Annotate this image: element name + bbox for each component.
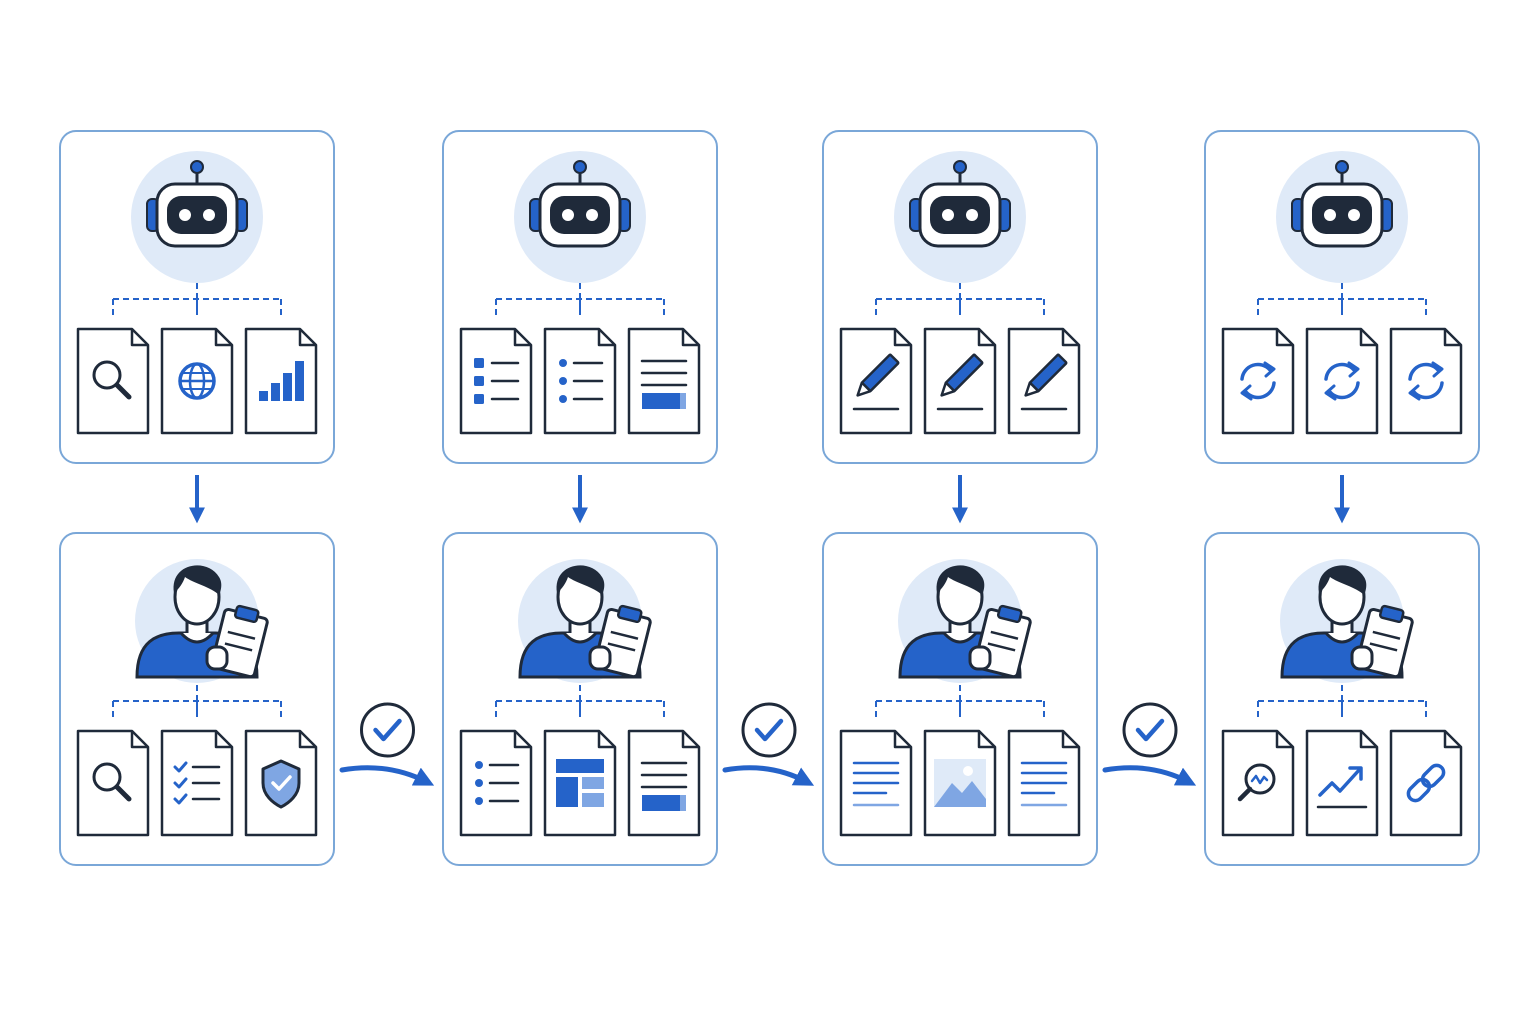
document-text-block-icon bbox=[627, 729, 701, 837]
agent-card bbox=[1204, 130, 1480, 464]
document-checkbox-list-icon bbox=[459, 327, 533, 435]
document-bullet-list-icon bbox=[543, 327, 617, 435]
reviewer-card bbox=[59, 532, 335, 866]
document-link-icon bbox=[1389, 729, 1463, 837]
agent-card bbox=[822, 130, 1098, 464]
document-search-trend-icon bbox=[1221, 729, 1295, 837]
reviewer-icon bbox=[898, 559, 1032, 683]
document-refresh-icon bbox=[1305, 327, 1379, 435]
reviewer-icon bbox=[518, 559, 652, 683]
reviewer-icon bbox=[135, 559, 269, 683]
right-arrow bbox=[1102, 765, 1197, 786]
robot-icon bbox=[894, 151, 1026, 283]
reviewer-card bbox=[822, 532, 1098, 866]
document-refresh-icon bbox=[1221, 327, 1295, 435]
document-image-icon bbox=[923, 729, 997, 837]
reviewer-icon bbox=[1280, 559, 1414, 683]
document-pencil-icon bbox=[923, 327, 997, 435]
check-circle-icon bbox=[741, 702, 797, 758]
right-arrow bbox=[722, 765, 815, 786]
document-globe-icon bbox=[160, 327, 234, 435]
document-layout-blocks-icon bbox=[543, 729, 617, 837]
right-arrow bbox=[339, 765, 435, 786]
document-text-block-icon bbox=[627, 327, 701, 435]
reviewer-card bbox=[442, 532, 718, 866]
document-search-icon bbox=[76, 729, 150, 837]
document-refresh-icon bbox=[1389, 327, 1463, 435]
robot-icon bbox=[1276, 151, 1408, 283]
agent-card bbox=[59, 130, 335, 464]
document-pencil-icon bbox=[839, 327, 913, 435]
check-circle-icon bbox=[360, 702, 415, 758]
robot-icon bbox=[131, 151, 263, 283]
reviewer-card bbox=[1204, 532, 1480, 866]
document-shield-check-icon bbox=[244, 729, 318, 837]
robot-icon bbox=[514, 151, 646, 283]
document-bullet-list-icon bbox=[459, 729, 533, 837]
document-checklist-icon bbox=[160, 729, 234, 837]
document-trend-up-icon bbox=[1305, 729, 1379, 837]
document-search-icon bbox=[76, 327, 150, 435]
document-pencil-icon bbox=[1007, 327, 1081, 435]
document-text-lines-icon bbox=[839, 729, 913, 837]
document-bar-chart-icon bbox=[244, 327, 318, 435]
agent-card bbox=[442, 130, 718, 464]
document-text-lines-icon bbox=[1007, 729, 1081, 837]
check-circle-icon bbox=[1122, 702, 1178, 758]
